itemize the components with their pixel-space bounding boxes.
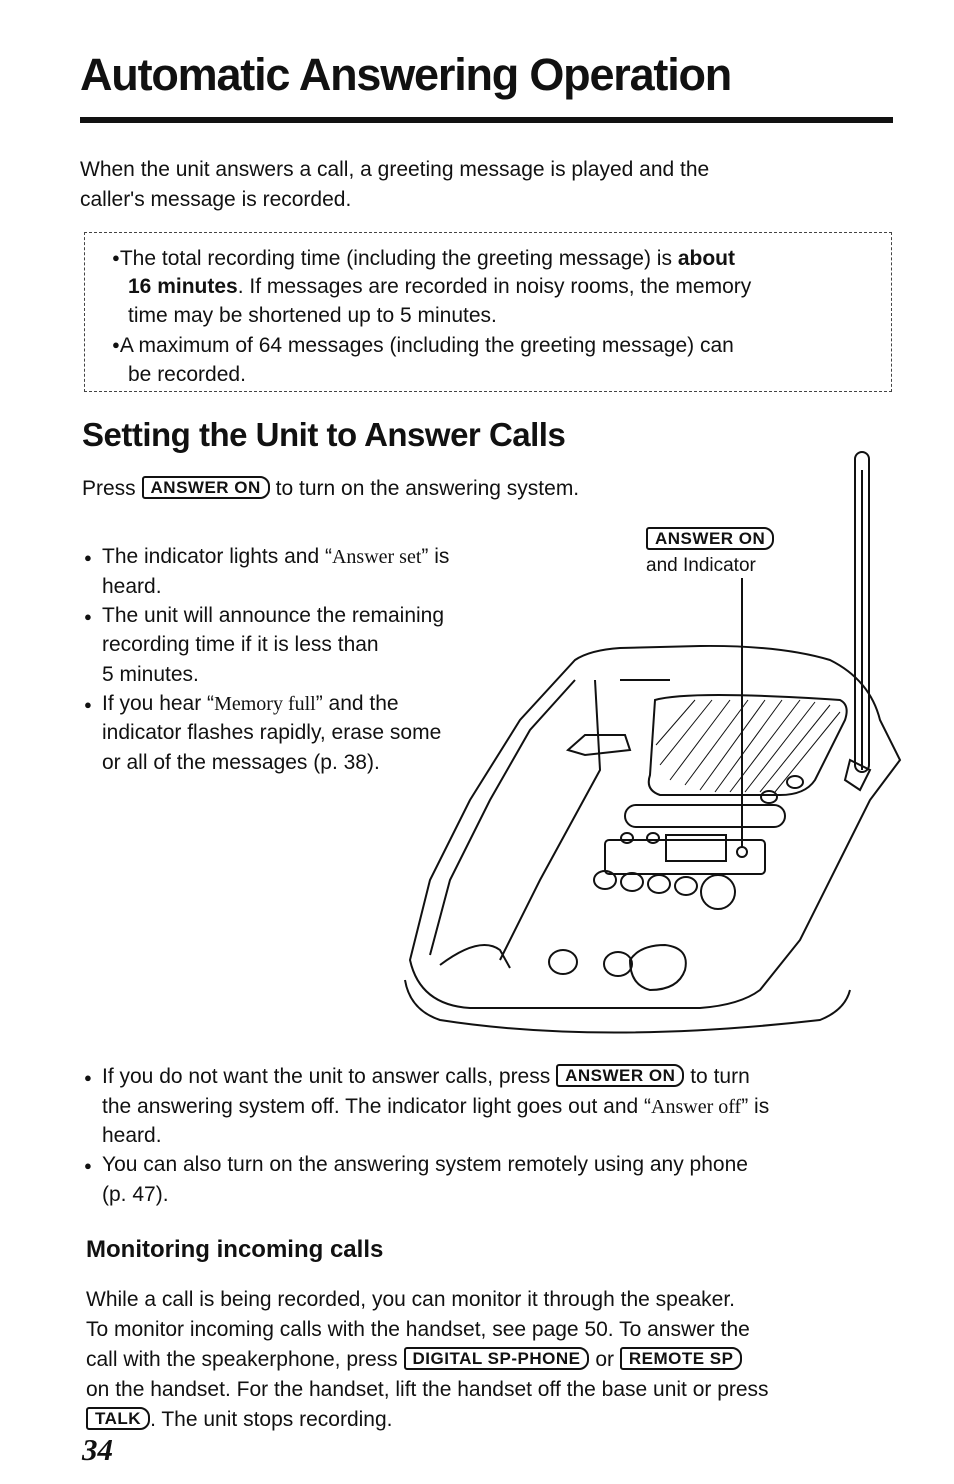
voice-prompt: Answer set (331, 546, 422, 568)
note-text: be recorded. (128, 363, 246, 386)
note-text: time may be shortened up to 5 minutes. (128, 304, 497, 327)
bullet-text: to turn (690, 1065, 750, 1088)
bullet-text: (p. 47). (102, 1183, 169, 1206)
callout-answer-on-key: ANSWER ON (646, 527, 775, 551)
answering-machine-illustration (404, 451, 902, 1034)
answer-on-key: ANSWER ON (646, 527, 775, 550)
bullet-icon: ● (84, 550, 92, 565)
monitor-text: call with the speakerphone, press (86, 1348, 398, 1371)
bullet-text: You can also turn on the answering syste… (102, 1153, 748, 1176)
page-title: Automatic Answering Operation (80, 49, 732, 100)
note-text: . If messages are recorded in noisy room… (237, 275, 752, 298)
monitor-paragraph: While a call is being recorded, you can … (86, 1285, 916, 1435)
note-item-max-messages: ●A maximum of 64 messages (including the… (112, 330, 882, 360)
intro-line: caller's message is recorded. (80, 188, 352, 211)
bullet-text: heard. (102, 575, 162, 598)
voice-prompt: Memory full (214, 693, 316, 715)
bullet-icon: ● (84, 1158, 92, 1173)
bullet-remaining-time: ● The unit will announce the remaining (84, 601, 444, 630)
bullet-icon: ● (84, 697, 92, 712)
monitor-line: TALK. The unit stops recording. (86, 1405, 916, 1435)
monitor-line: on the handset. For the handset, lift th… (86, 1378, 769, 1401)
press-word: Press (82, 477, 136, 500)
note-text: The total recording time (including the … (119, 247, 678, 270)
bullet-indicator-lights-cont: heard. (84, 572, 162, 601)
voice-prompt: Answer off (651, 1096, 742, 1118)
monitor-line: call with the speakerphone, press DIGITA… (86, 1345, 916, 1375)
bullet-turn-off-cont: the answering system off. The indicator … (84, 1092, 769, 1122)
note-item-recording-time-cont2: time may be shortened up to 5 minutes. (128, 301, 497, 330)
remote-sp-key: REMOTE SP (619, 1347, 743, 1370)
bullet-icon: ● (84, 609, 92, 624)
bullet-turn-off: ● If you do not want the unit to answer … (84, 1062, 750, 1091)
bullet-text: If you hear “ (102, 692, 215, 715)
note-item-recording-time: ●The total recording time (including the… (112, 243, 882, 273)
intro-paragraph: When the unit answers a call, a greeting… (80, 155, 870, 215)
bullet-memory-full-cont2: or all of the messages (p. 38). (84, 748, 380, 777)
talk-key: TALK (86, 1407, 151, 1430)
bullet-text: or all of the messages (p. 38). (102, 751, 380, 774)
bullet-icon: ● (84, 1070, 92, 1085)
bullet-remaining-time-cont2: 5 minutes. (84, 660, 199, 689)
monitor-line: To monitor incoming calls with the hands… (86, 1318, 750, 1341)
note-item-max-messages-cont: be recorded. (128, 360, 246, 389)
bullet-text: The unit will announce the remaining (102, 604, 445, 627)
answer-on-key: ANSWER ON (141, 476, 270, 499)
bullet-remote-on: ● You can also turn on the answering sys… (84, 1150, 748, 1179)
bullet-memory-full-cont: indicator flashes rapidly, erase some (84, 718, 441, 747)
bullet-indicator-lights: ● The indicator lights and “Answer set” … (84, 542, 449, 572)
note-text: A maximum of 64 messages (including the … (119, 334, 734, 357)
bullet-icon: ● (112, 337, 120, 352)
monitor-text: . The unit stops recording. (150, 1408, 393, 1431)
bullet-text: heard. (102, 1124, 162, 1147)
note-bold: 16 minutes (128, 275, 238, 298)
press-instruction: Press ANSWER ON to turn on the answering… (82, 474, 579, 504)
bullet-text: ” is (421, 545, 450, 568)
press-rest: to turn on the answering system. (275, 477, 580, 500)
title-rule (80, 117, 893, 123)
section-title: Setting the Unit to Answer Calls (82, 416, 566, 453)
bullet-text: the answering system off. The indicator … (102, 1095, 652, 1118)
answer-on-key: ANSWER ON (556, 1064, 685, 1087)
digital-sp-phone-key: DIGITAL SP-PHONE (403, 1347, 590, 1370)
bullet-text: The indicator lights and “ (102, 545, 332, 568)
bullet-text: 5 minutes. (102, 663, 199, 686)
note-box (84, 232, 892, 392)
bullet-text: recording time if it is less than (102, 633, 379, 656)
antenna (854, 451, 870, 773)
callout-label: and Indicator (646, 555, 756, 576)
monitor-text: or (595, 1348, 615, 1371)
monitor-line: While a call is being recorded, you can … (86, 1288, 736, 1311)
base-unit (404, 644, 902, 1034)
bullet-remote-on-cont: (p. 47). (84, 1180, 169, 1209)
bullet-text: ” is (741, 1095, 770, 1118)
bullet-turn-off-cont2: heard. (84, 1121, 162, 1150)
bullet-remaining-time-cont: recording time if it is less than (84, 630, 379, 659)
note-bold: about (677, 247, 735, 270)
bullet-icon: ● (112, 250, 120, 265)
page-number: 34 (82, 1432, 113, 1467)
intro-line: When the unit answers a call, a greeting… (80, 158, 710, 181)
bullet-memory-full: ● If you hear “Memory full” and the (84, 689, 399, 719)
bullet-text: indicator flashes rapidly, erase some (102, 721, 442, 744)
bullet-text: If you do not want the unit to answer ca… (102, 1065, 551, 1088)
note-item-recording-time-cont: 16 minutes. If messages are recorded in … (128, 272, 888, 301)
sub-title: Monitoring incoming calls (86, 1236, 384, 1263)
bullet-text: ” and the (315, 692, 399, 715)
